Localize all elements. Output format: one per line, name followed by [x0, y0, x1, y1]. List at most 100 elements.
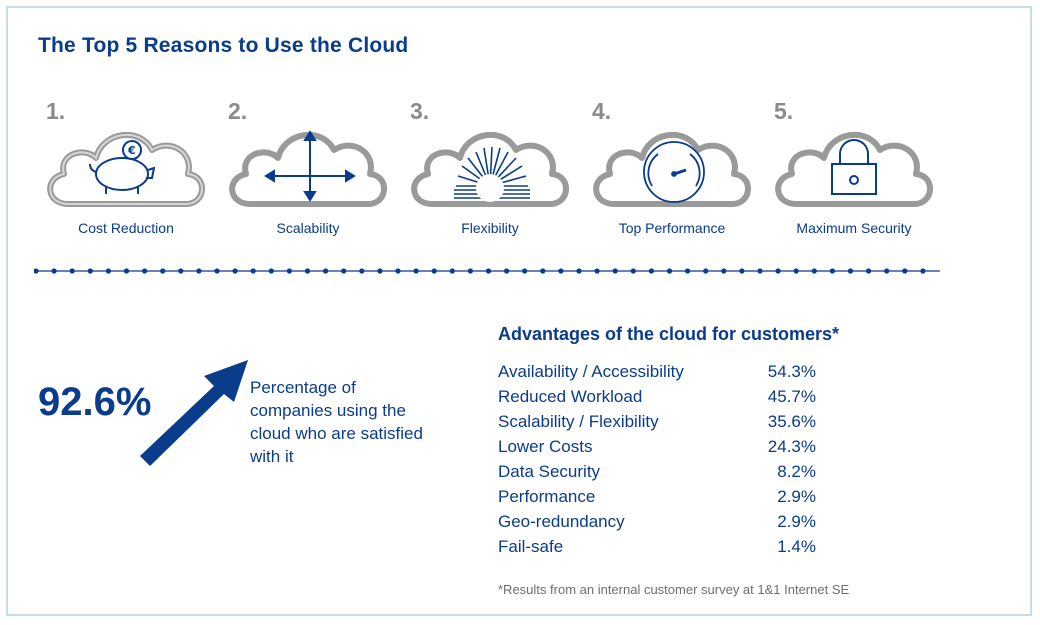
divider-dot — [811, 268, 817, 274]
divider-dot — [540, 268, 546, 274]
advantage-name: Scalability / Flexibility — [498, 412, 659, 431]
cloud-icon — [775, 131, 933, 207]
reason-top-performance: 4. Top Performance — [586, 98, 758, 248]
divider-dot — [250, 268, 256, 274]
four-way-arrow-icon — [264, 130, 356, 202]
divider-dot — [87, 268, 93, 274]
table-row: Lower Costs 24.3% — [498, 434, 816, 459]
divider-dot — [341, 268, 347, 274]
divider-dot — [884, 268, 890, 274]
divider-dot — [721, 268, 727, 274]
divider-dot — [413, 268, 419, 274]
divider-dot — [594, 268, 600, 274]
divider-dot — [630, 268, 636, 274]
divider-dot — [775, 268, 781, 274]
divider-dot — [558, 268, 564, 274]
divider-dot — [576, 268, 582, 274]
reason-scalability: 2. Scalability — [222, 98, 394, 248]
dotted-divider — [34, 268, 940, 274]
divider-dot — [377, 268, 383, 274]
cloud-icon — [593, 131, 751, 207]
divider-dot — [286, 268, 292, 274]
divider-dot — [105, 268, 111, 274]
reason-label: Top Performance — [618, 220, 726, 236]
advantages-title: Advantages of the cloud for customers* — [498, 324, 840, 344]
reason-label: Maximum Security — [796, 220, 912, 236]
advantage-value: 2.9% — [777, 487, 816, 506]
reason-number: 4. — [592, 98, 612, 124]
reason-label: Cost Reduction — [78, 220, 174, 236]
survey-footnote: *Results from an internal customer surve… — [498, 582, 850, 597]
cloud-icon — [411, 131, 569, 207]
cloud-icon — [229, 130, 387, 207]
reason-label: Scalability — [276, 220, 340, 236]
advantage-value: 54.3% — [767, 362, 816, 381]
page-title: The Top 5 Reasons to Use the Cloud — [38, 34, 409, 57]
divider-dot — [757, 268, 763, 274]
advantage-name: Fail-safe — [498, 537, 564, 556]
divider-dot — [739, 268, 745, 274]
table-row: Performance 2.9% — [498, 484, 816, 509]
reason-label: Flexibility — [461, 220, 519, 236]
table-row: Availability / Accessibility 54.3% — [498, 359, 816, 384]
divider-dot — [214, 268, 220, 274]
padlock-icon — [831, 139, 877, 195]
svg-text:€: € — [127, 144, 136, 157]
divider-dot — [160, 268, 166, 274]
divider-dot — [866, 268, 872, 274]
reason-number: 1. — [46, 98, 66, 124]
piggy-bank-icon: € — [89, 140, 156, 194]
advantage-name: Lower Costs — [498, 437, 593, 456]
advantage-name: Reduced Workload — [498, 387, 643, 406]
reason-flexibility: 3. Flexibility — [404, 98, 576, 248]
divider-dot — [304, 268, 311, 274]
divider-dot — [178, 268, 184, 274]
divider-dot — [323, 268, 329, 274]
divider-dot — [395, 268, 401, 274]
divider-dot — [902, 268, 908, 274]
divider-dot — [232, 268, 238, 274]
divider-dot — [648, 268, 655, 274]
divider-dot — [829, 268, 836, 274]
divider-dot — [847, 268, 854, 274]
divider-dot — [34, 268, 39, 274]
table-row: Geo-redundancy 2.9% — [498, 509, 816, 534]
advantage-value: 2.9% — [777, 512, 816, 531]
divider-dot — [359, 268, 365, 274]
divider-dot — [467, 268, 473, 274]
advantage-value: 24.3% — [767, 437, 816, 456]
divider-dot — [522, 268, 528, 274]
table-row: Scalability / Flexibility 35.6% — [498, 409, 816, 434]
divider-dot — [793, 268, 799, 274]
divider-dot — [485, 268, 492, 274]
divider-dot — [123, 268, 130, 274]
divider-dot — [666, 268, 673, 274]
divider-dot — [196, 268, 202, 274]
divider-dot — [504, 268, 510, 274]
divider-dot — [51, 268, 57, 274]
reason-maximum-security: 5. Maximum Security — [768, 98, 940, 248]
up-arrow-icon — [140, 360, 248, 466]
advantage-name: Geo-redundancy — [498, 512, 625, 531]
divider-dot — [685, 268, 691, 274]
advantage-value: 35.6% — [767, 412, 816, 431]
cloud-icon: € — [47, 131, 205, 207]
reason-number: 3. — [410, 98, 430, 124]
advantage-value: 8.2% — [777, 462, 816, 481]
advantage-name: Availability / Accessibility — [498, 362, 684, 381]
divider-dot — [69, 268, 75, 274]
speedometer-icon — [643, 141, 705, 203]
reason-number: 2. — [228, 98, 248, 124]
table-row: Reduced Workload 45.7% — [498, 384, 816, 409]
infographic-frame — [6, 6, 1032, 616]
divider-dot — [449, 268, 455, 274]
divider-dot — [612, 268, 618, 274]
divider-dot — [920, 268, 926, 274]
divider-dot — [268, 268, 274, 274]
advantage-value: 45.7% — [767, 387, 816, 406]
advantage-name: Performance — [498, 487, 596, 506]
satisfaction-percent: 92.6% — [38, 380, 152, 424]
divider-dot — [431, 268, 437, 274]
